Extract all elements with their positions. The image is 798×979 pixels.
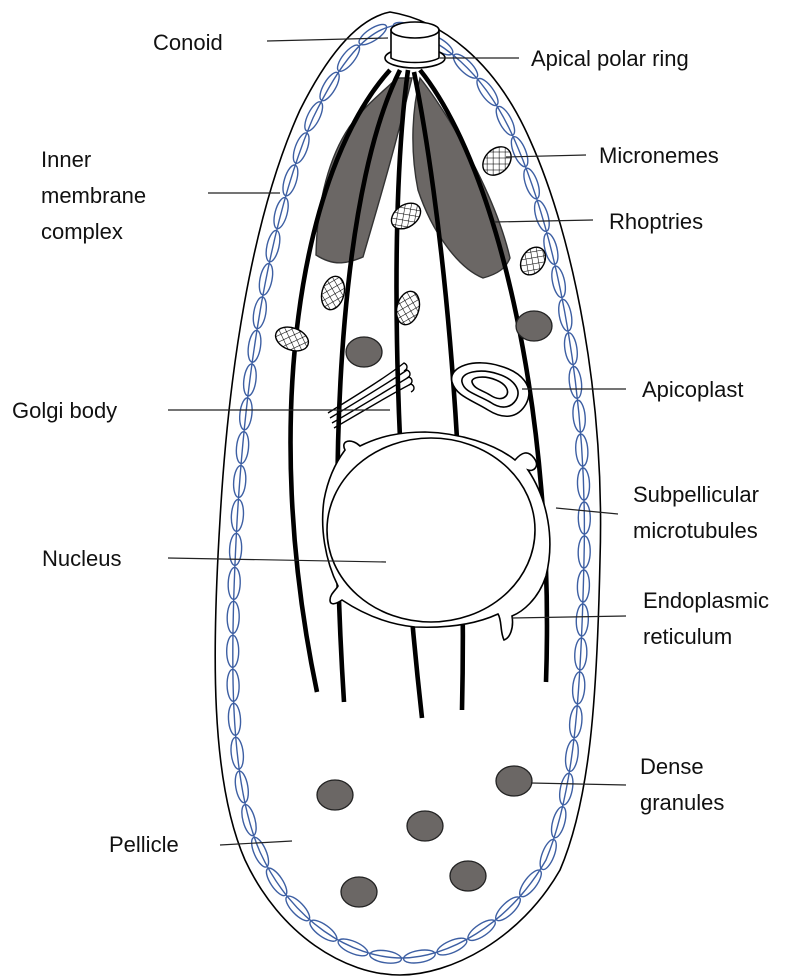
label-line: Endoplasmic bbox=[643, 588, 769, 613]
label-line: reticulum bbox=[643, 624, 732, 649]
label-line: granules bbox=[640, 790, 724, 815]
filled-oval-icon bbox=[407, 811, 443, 841]
filled-oval-icon bbox=[346, 337, 382, 367]
label-rhoptries: Rhoptries bbox=[609, 209, 703, 234]
conoid-top bbox=[391, 22, 439, 38]
label-micronemes: Micronemes bbox=[599, 143, 719, 168]
filled-oval-icon bbox=[516, 311, 552, 341]
label-pellicle: Pellicle bbox=[109, 832, 179, 857]
filled-oval-icon bbox=[317, 780, 353, 810]
filled-oval-icon bbox=[341, 877, 377, 907]
label-apical-polar-ring: Apical polar ring bbox=[531, 46, 689, 71]
label-line: Subpellicular bbox=[633, 482, 759, 507]
label-subpellicular-microtubules: Subpellicular microtubules bbox=[633, 482, 765, 543]
label-line: membrane bbox=[41, 183, 146, 208]
label-line: complex bbox=[41, 219, 123, 244]
filled-oval-icon bbox=[496, 766, 532, 796]
filled-oval-icon bbox=[450, 861, 486, 891]
nucleus bbox=[327, 438, 535, 622]
label-line: Inner bbox=[41, 147, 91, 172]
label-endoplasmic-reticulum: Endoplasmic reticulum bbox=[643, 588, 775, 649]
label-line: microtubules bbox=[633, 518, 758, 543]
label-dense-granules: Dense granules bbox=[640, 754, 724, 815]
label-conoid: Conoid bbox=[153, 30, 223, 55]
label-nucleus: Nucleus bbox=[42, 546, 121, 571]
label-golgi-body: Golgi body bbox=[12, 398, 117, 423]
label-line: Dense bbox=[640, 754, 704, 779]
label-apicoplast: Apicoplast bbox=[642, 377, 744, 402]
label-inner-membrane-complex: Inner membrane complex bbox=[41, 147, 152, 244]
